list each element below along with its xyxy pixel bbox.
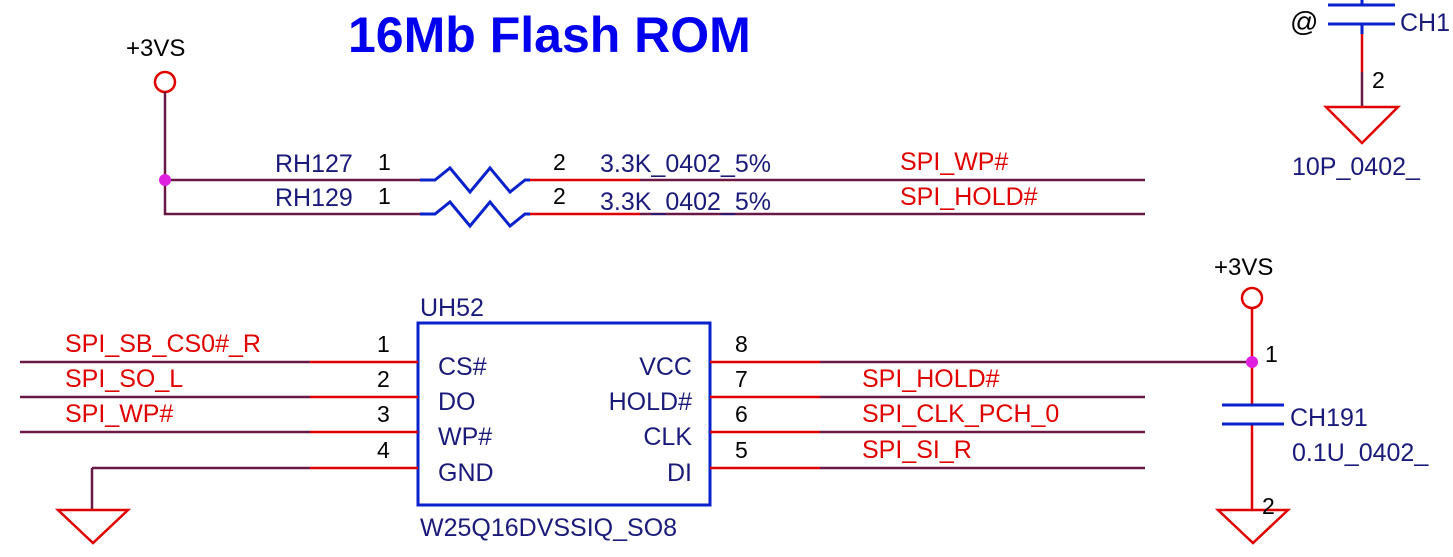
net-label: SPI_SO_L	[65, 365, 183, 393]
net-label: SPI_HOLD#	[900, 183, 1038, 211]
cap-value: 10P_0402_	[1292, 153, 1421, 181]
pin-number: 7	[735, 366, 748, 392]
net-label: SPI_SB_CS0#_R	[65, 330, 261, 358]
pin-number: 5	[735, 437, 748, 463]
cap-ref: CH1	[1400, 9, 1450, 37]
ground-icon	[54, 508, 132, 545]
ground-icon	[1214, 508, 1292, 545]
ground-icon	[1322, 105, 1402, 145]
pin-number: 3	[377, 401, 390, 427]
junction-dot	[1246, 356, 1258, 368]
pin-name: DI	[667, 459, 692, 487]
pin-number: 8	[735, 331, 748, 357]
resistor-rh127	[420, 165, 530, 195]
pin-number: 1	[377, 331, 390, 357]
pin-number: 2	[553, 183, 566, 209]
right-wires	[820, 360, 1252, 470]
power-label-right: +3VS	[1214, 254, 1273, 281]
pin-name: CS#	[438, 353, 487, 381]
left-pin-stubs	[310, 360, 418, 470]
resistor-rh129	[420, 199, 530, 229]
power-label-left: +3VS	[126, 35, 185, 62]
pin-number: 1	[1265, 341, 1278, 367]
power-symbol-right	[1240, 286, 1264, 310]
net-label: SPI_WP#	[900, 148, 1008, 176]
net-label: SPI_WP#	[65, 400, 173, 428]
power-symbol-left	[153, 70, 177, 94]
resistor-value: 3.3K_0402_5%	[600, 150, 771, 178]
pin-name: DO	[438, 388, 476, 416]
option-marker: @	[1290, 6, 1318, 37]
capacitor-top	[1328, 0, 1395, 34]
pin-name: GND	[438, 459, 494, 487]
pin-number: 2	[377, 366, 390, 392]
pin-number: 6	[735, 401, 748, 427]
left-wires	[20, 360, 310, 510]
pin-name: WP#	[438, 423, 492, 451]
pin-number: 2	[1372, 67, 1385, 93]
pin-name: CLK	[643, 423, 692, 451]
net-label: SPI_SI_R	[862, 436, 972, 464]
net-wires-resistors	[640, 178, 1145, 216]
capacitor-ch191	[1222, 403, 1284, 426]
net-label: SPI_HOLD#	[862, 365, 1000, 393]
pullup-wires	[163, 92, 420, 216]
chip-ref: UH52	[420, 294, 484, 322]
resistor-ref: RH127	[275, 150, 353, 178]
cap-value: 0.1U_0402_	[1292, 439, 1429, 467]
chip-part: W25Q16DVSSIQ_SO8	[420, 514, 677, 542]
pin-number: 2	[1262, 493, 1275, 519]
pin-number: 1	[378, 183, 391, 209]
schematic-title: 16Mb Flash ROM	[348, 7, 751, 63]
pin-name: HOLD#	[609, 388, 692, 416]
pin-name: VCC	[639, 353, 692, 381]
resistor-value: 3.3K_0402_5%	[600, 188, 771, 216]
pin-number: 2	[553, 149, 566, 175]
junction-dot	[159, 174, 171, 186]
resistor-stubs	[530, 178, 640, 216]
pin-number: 4	[377, 437, 390, 463]
resistor-ref: RH129	[275, 184, 353, 212]
net-label: SPI_CLK_PCH_0	[862, 400, 1059, 428]
cap-ref: CH191	[1290, 404, 1368, 432]
pin-number: 1	[378, 149, 391, 175]
chip-body	[416, 321, 712, 507]
right-pin-stubs	[710, 360, 820, 470]
